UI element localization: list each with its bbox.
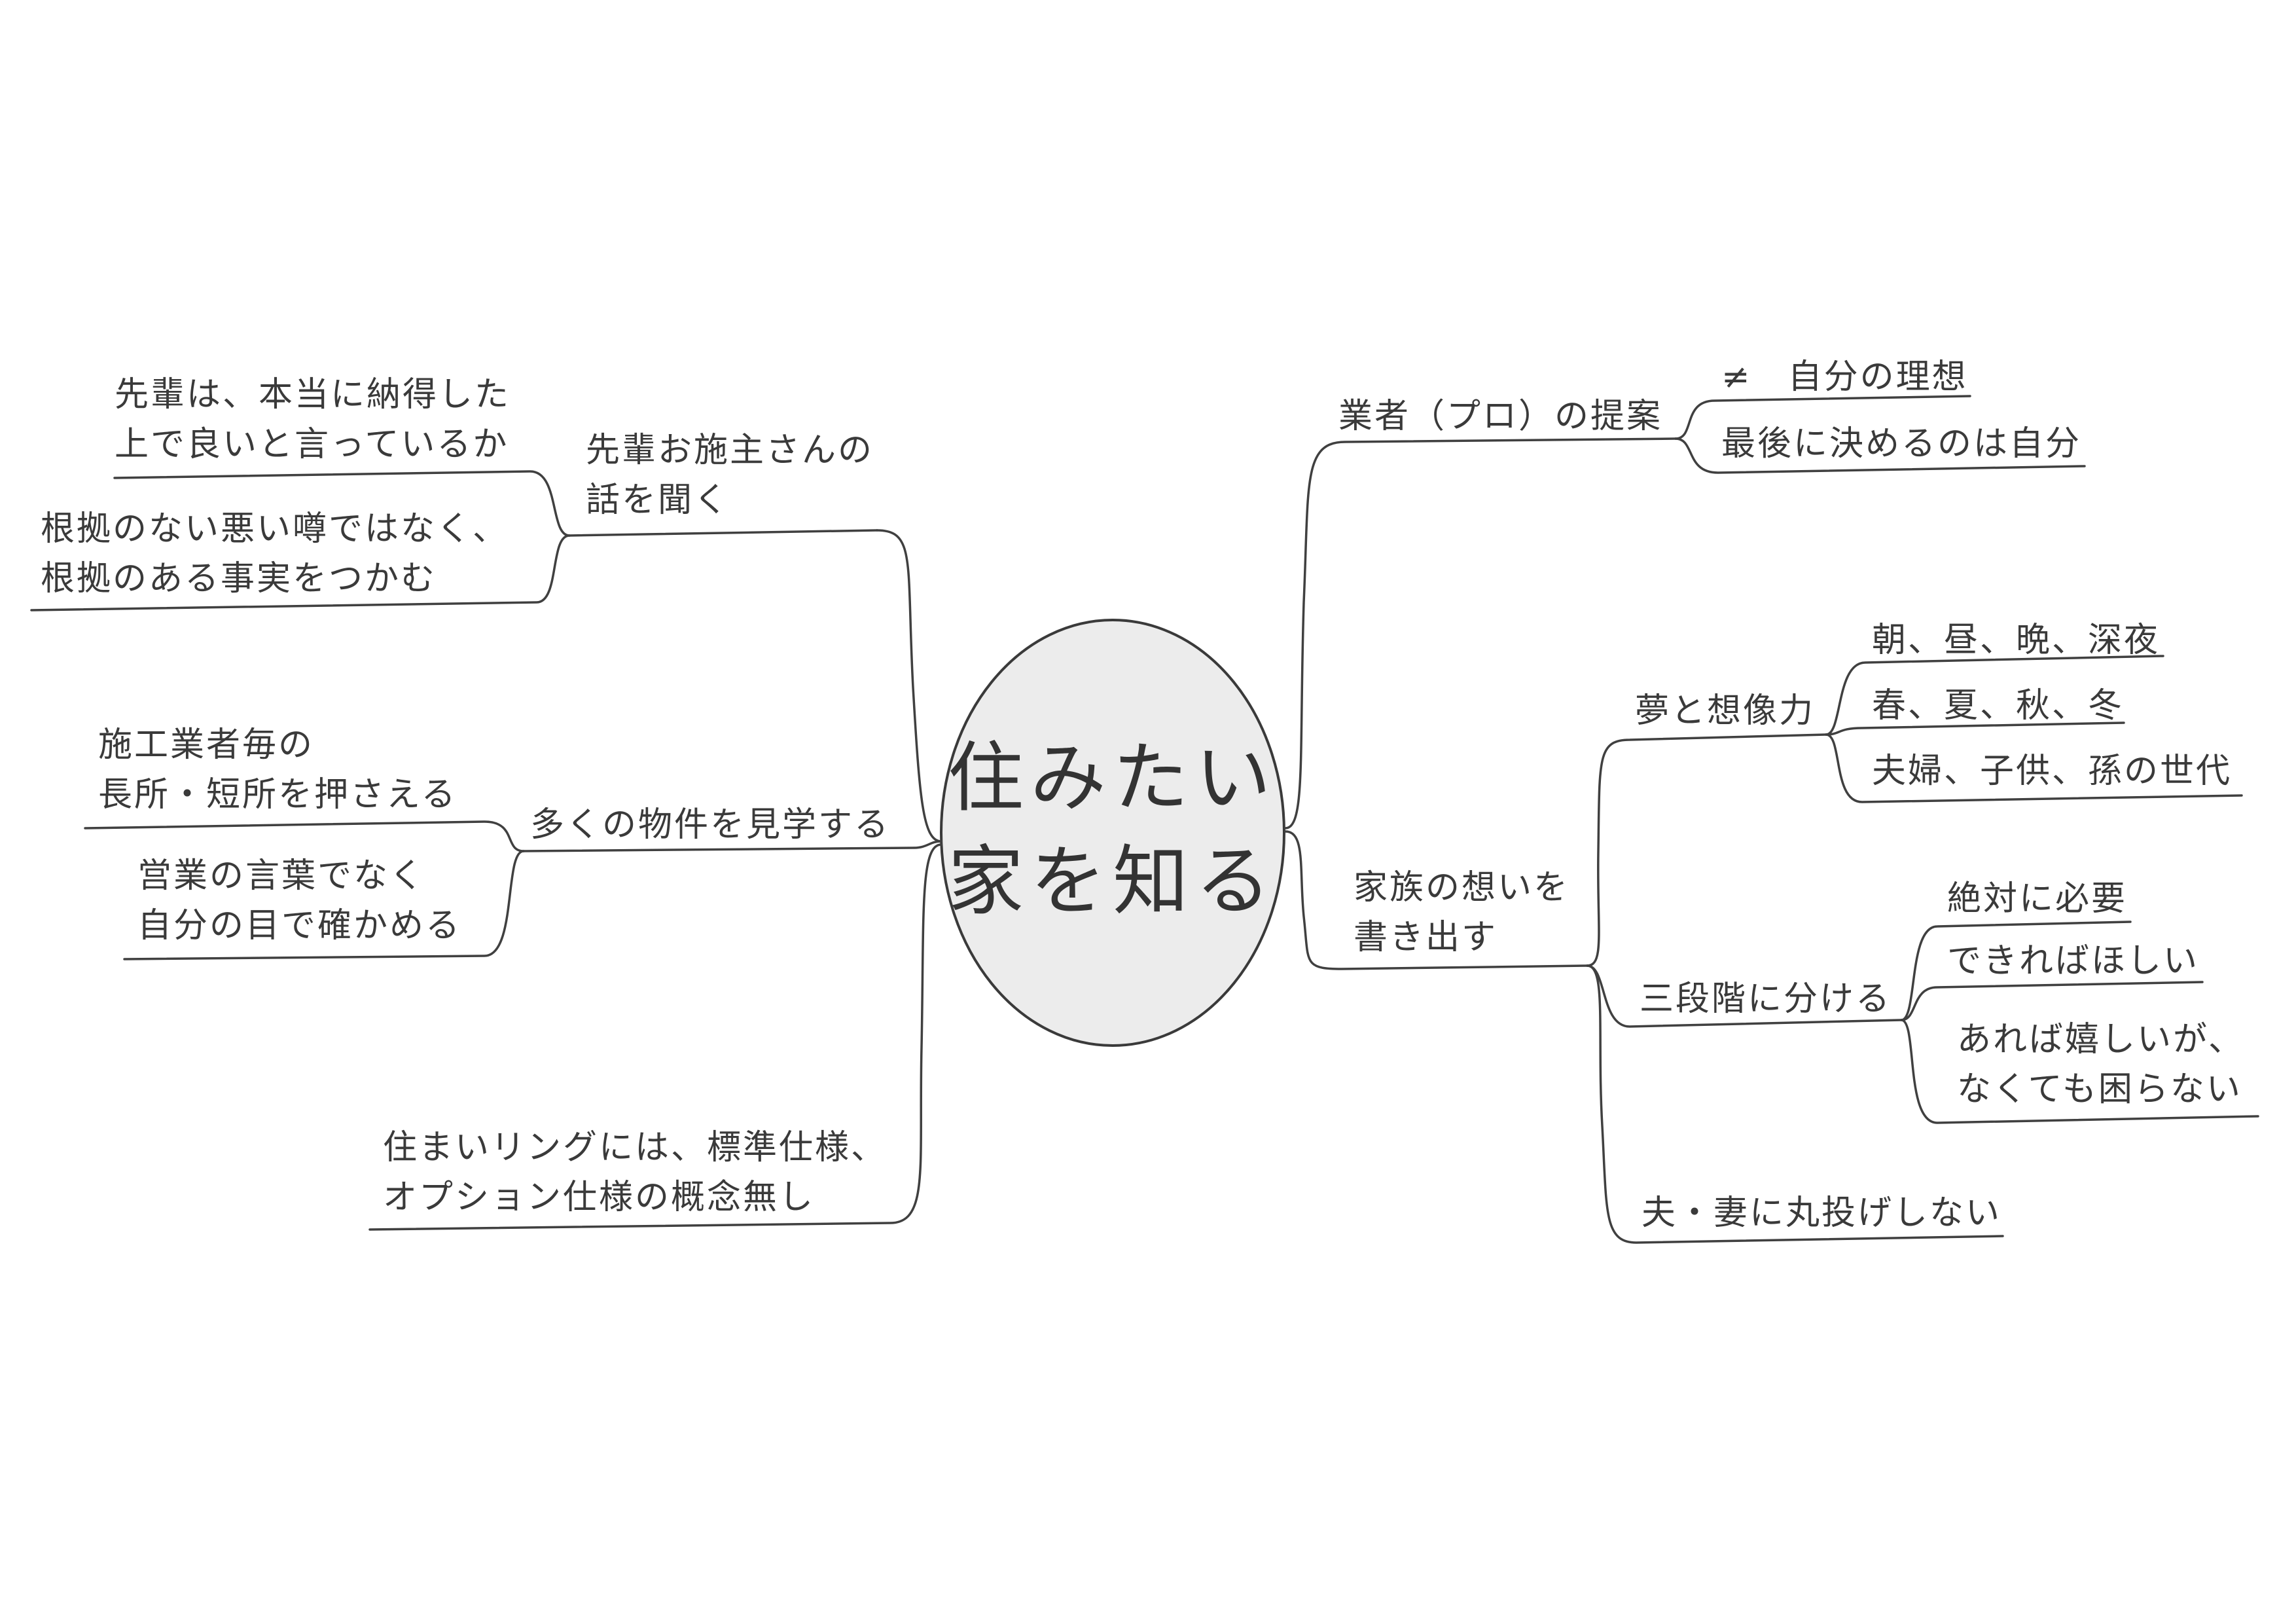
branch-senpai-child-2 bbox=[30, 534, 571, 611]
branch-sandan-child-2 bbox=[1900, 981, 2204, 1021]
branch-kengaku bbox=[522, 840, 942, 852]
node-ring: 住まいリングには、標準仕様、 オプション仕様の概念無し bbox=[383, 1123, 887, 1222]
central-topic: 住みたい 家を知る bbox=[942, 727, 1283, 934]
node-senpai-line-2: 話を聞く bbox=[586, 481, 730, 520]
node-senpai: 先輩お施主さんの 話を聞く bbox=[586, 426, 874, 525]
node-senpai-child-2-line-1: 根拠のない悪い噂ではなく、 bbox=[41, 509, 509, 549]
node-ring-line-2: オプション仕様の概念無し bbox=[383, 1178, 816, 1217]
underline-senpai bbox=[568, 529, 878, 537]
node-kengaku: 多くの物件を見学する bbox=[530, 805, 891, 845]
node-sandan-child-3: あれば嬉しいが、 なくても困らない bbox=[1957, 1015, 2244, 1114]
branch-senpai bbox=[876, 529, 942, 843]
node-senpai-child-2-line-2: 根拠のある事実をつかむ bbox=[41, 559, 437, 598]
node-yume-child-2: 春、夏、秋、冬 bbox=[1872, 686, 2125, 725]
branch-teian-child-1 bbox=[1674, 395, 1971, 440]
branch-senpai-child-1 bbox=[113, 470, 571, 537]
node-kazoku-line-1: 家族の想いを bbox=[1354, 868, 1570, 907]
central-node-ellipse bbox=[940, 619, 1285, 1047]
node-senpai-child-2: 根拠のない悪い噂ではなく、 根拠のある事実をつかむ bbox=[41, 504, 509, 604]
branch-teian bbox=[1284, 437, 1677, 830]
branch-kazoku bbox=[1284, 830, 1588, 970]
node-kengaku-child-2-line-2: 自分の目で確かめる bbox=[137, 906, 462, 945]
node-ring-line-1: 住まいリングには、標準仕様、 bbox=[383, 1128, 888, 1167]
branch-fusai bbox=[1586, 964, 2004, 1244]
branch-yume-child-2 bbox=[1825, 721, 2125, 736]
node-teian: 業者（プロ）の提案 bbox=[1338, 397, 1663, 436]
node-fusai: 夫・妻に丸投げしない bbox=[1641, 1194, 2002, 1233]
central-topic-line-1: 住みたい bbox=[948, 734, 1278, 822]
branch-ring bbox=[368, 843, 942, 1231]
branch-yume-child-3 bbox=[1825, 733, 2243, 803]
branch-sandan-child-3 bbox=[1900, 1019, 2259, 1124]
node-yume-child-3: 夫婦、子供、孫の世代 bbox=[1872, 752, 2233, 791]
node-teian-child-1: ≠ 自分の理想 bbox=[1721, 357, 1968, 397]
node-sandan-child-1: 絶対に必要 bbox=[1947, 879, 2128, 919]
node-kazoku-line-2: 書き出す bbox=[1354, 918, 1498, 957]
branch-kengaku-child-1 bbox=[84, 820, 525, 852]
central-topic-line-2: 家を知る bbox=[948, 837, 1278, 926]
node-sandan-child-3-line-1: あれば嬉しいが、 bbox=[1957, 1020, 2244, 1059]
node-kazoku: 家族の想いを 書き出す bbox=[1354, 863, 1570, 962]
node-senpai-child-1-line-1: 先輩は、本当に納得した bbox=[115, 375, 511, 414]
node-sandan: 三段階に分ける bbox=[1640, 979, 1892, 1019]
branch-sandan-child-1 bbox=[1900, 921, 2132, 1021]
node-kengaku-child-1-line-1: 施工業者毎の bbox=[98, 725, 315, 765]
node-yume-child-1: 朝、昼、晩、深夜 bbox=[1872, 621, 2161, 660]
node-kengaku-child-1-line-2: 長所・短所を押さえる bbox=[98, 775, 457, 814]
branch-yume-child-1 bbox=[1825, 655, 2164, 736]
node-sandan-child-3-line-2: なくても困らない bbox=[1957, 1070, 2242, 1109]
node-senpai-line-1: 先輩お施主さんの bbox=[586, 431, 874, 470]
node-kengaku-child-2: 営業の言葉でなく 自分の目で確かめる bbox=[137, 851, 461, 951]
node-teian-child-2: 最後に決めるのは自分 bbox=[1721, 424, 2082, 464]
node-kengaku-child-2-line-1: 営業の言葉でなく bbox=[137, 856, 426, 896]
branch-yume bbox=[1586, 733, 1827, 967]
node-sandan-child-2: できればほしい bbox=[1947, 941, 2200, 981]
node-senpai-child-1: 先輩は、本当に納得した 上で良いと言っているか bbox=[115, 370, 511, 469]
node-senpai-child-1-line-2: 上で良いと言っているか bbox=[115, 425, 509, 464]
node-kengaku-child-1: 施工業者毎の 長所・短所を押さえる bbox=[98, 720, 457, 820]
node-yume: 夢と想像力 bbox=[1635, 691, 1816, 731]
branch-teian-child-2 bbox=[1674, 437, 2086, 474]
branch-kengaku-child-2 bbox=[123, 850, 525, 960]
